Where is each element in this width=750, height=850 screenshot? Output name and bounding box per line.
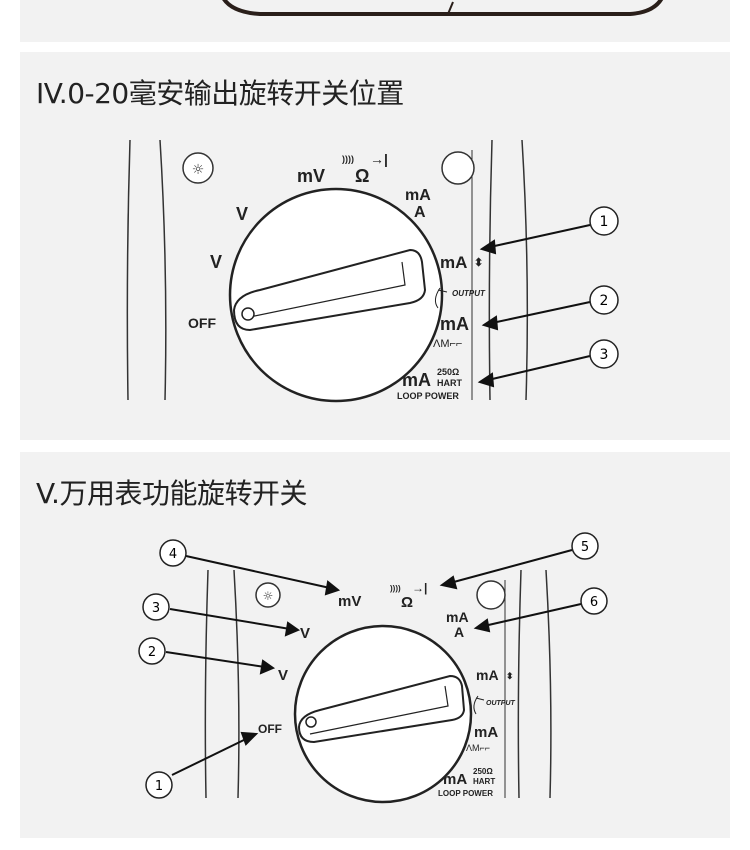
callout-2: 2 [600,293,609,309]
beep-icon: )))) [390,584,401,593]
sun-icon: ☼ [192,162,205,178]
label-ohm: Ω [355,166,369,186]
label-hart: HART [437,378,462,388]
previous-diagram-panel [20,0,730,42]
section-title: V.万用表功能旋转开关 [36,477,307,510]
diode-icon: →| [412,581,427,595]
waveform-icons: ΛΜ⌐⌐ [433,338,462,350]
callout-3: 3 [152,601,160,616]
waveform-icons: ΛΜ⌐⌐ [466,743,490,753]
backlight-button-icon[interactable] [255,582,281,608]
label-v-dc: V [300,625,310,642]
label-a: A [414,204,426,221]
callout-1: 1 [155,779,163,794]
label-mv: mV [338,593,361,610]
rotary-switch-diagram: ☼ mV )))) →| Ω mA A V V OFF mA ⬍ OUTPUT … [138,532,608,804]
svg-text:⬍: ⬍ [474,257,483,269]
label-hart: HART [473,777,495,786]
label-v-ac: V [278,667,288,684]
label-ma-ac: mA [446,609,469,625]
callout-5: 5 [581,540,589,555]
label-mv: mV [297,166,325,186]
section-title: IV.0-20毫安输出旋转开关位置 [36,77,404,110]
label-ma-loop: mA [402,370,431,390]
svg-text:⬍: ⬍ [506,671,514,681]
callout-6: 6 [590,595,598,610]
label-v-ac: V [210,252,222,272]
label-output: OUTPUT [486,700,516,707]
previous-diagram-fragment [222,0,664,16]
beep-icon: )))) [342,154,354,164]
sun-icon: ☼ [263,589,274,603]
section-meter-functions: V.万用表功能旋转开关 ☼ mV )))) →| Ω mA A V V OFF … [20,452,730,838]
rotary-switch-diagram: ☼ mV )))) →| Ω mA A V V OFF mA ⬍ OUTPUT … [126,139,619,403]
label-loop-power: LOOP POWER [397,391,459,401]
label-250-ohm: 250Ω [473,767,493,776]
callout-4: 4 [169,547,177,562]
backlight-button-icon[interactable] [182,152,214,184]
label-off: OFF [188,315,216,331]
label-output: OUTPUT [452,289,486,298]
label-loop-power: LOOP POWER [438,789,493,798]
label-off: OFF [258,722,282,736]
callout-2: 2 [148,645,156,660]
label-ma-ac: mA [405,187,431,204]
section-output-positions: IV.0-20毫安输出旋转开关位置 ☼ mV )))) →| Ω mA A V … [20,52,730,440]
label-ma-simulate: mA [440,314,469,334]
label-ma-source: mA [440,253,467,272]
diode-icon: →| [370,151,388,167]
label-250-ohm: 250Ω [437,367,459,377]
label-ma-loop: mA [443,771,467,788]
label-ma-source: mA [476,667,499,683]
callout-3: 3 [600,347,609,363]
label-v-dc: V [236,204,248,224]
round-button[interactable] [476,580,506,610]
label-ohm: Ω [401,594,413,611]
label-ma-simulate: mA [474,724,498,741]
label-a: A [454,624,464,640]
callout-1: 1 [600,214,609,230]
round-button[interactable] [441,151,475,185]
